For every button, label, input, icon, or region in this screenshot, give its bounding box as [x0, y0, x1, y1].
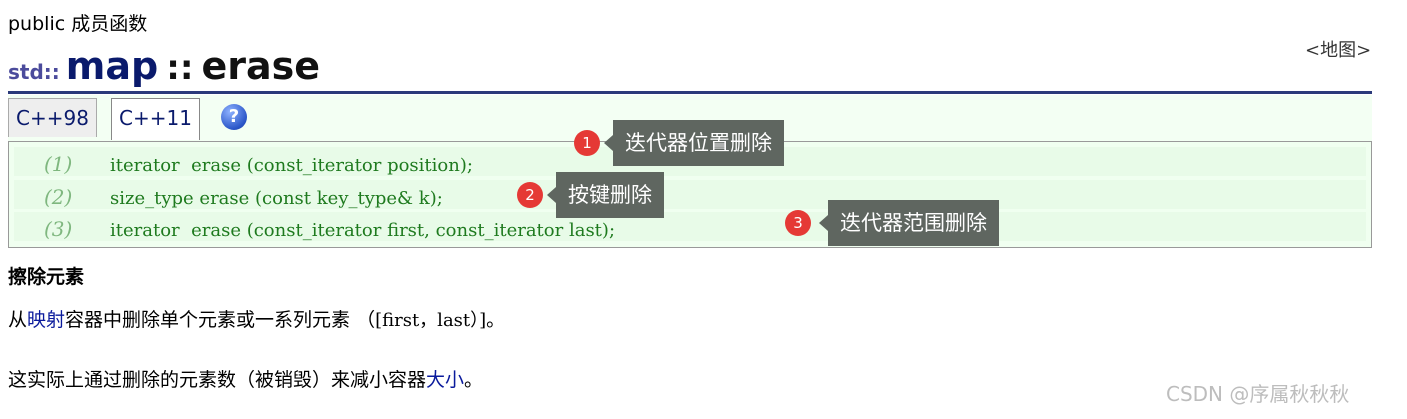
- annotation-badge: 3: [785, 210, 811, 236]
- prototype-code: iterator erase (const_iterator position)…: [110, 155, 473, 176]
- prototype-number: (1): [44, 152, 73, 176]
- prototype-code: size_type erase (const key_type& k);: [110, 188, 443, 209]
- size-link[interactable]: 大小: [426, 369, 465, 391]
- title-divider: [8, 91, 1372, 94]
- annotation-callout: 迭代器位置删除: [604, 120, 784, 166]
- prototype-number: (3): [44, 217, 73, 241]
- annotation-callout: 按键删除: [547, 172, 664, 218]
- section-heading: 擦除元素: [8, 266, 85, 288]
- prototype-row: (3) iterator erase (const_iterator first…: [14, 212, 1366, 241]
- annotation-callout: 迭代器范围删除: [819, 200, 999, 246]
- range-code: [first，last）]: [375, 310, 487, 331]
- map-link[interactable]: <地图>: [1305, 40, 1372, 61]
- annotation-badge: 1: [574, 130, 600, 156]
- desc-text: 。: [464, 369, 484, 391]
- tab-cpp98[interactable]: C++98: [8, 98, 97, 137]
- description-paragraph: 从映射容器中删除单个元素或一系列元素 （[first，last）]。: [8, 305, 505, 332]
- prototype-row: (2) size_type erase (const key_type& k);: [14, 180, 1366, 209]
- desc-text: 。: [486, 309, 506, 331]
- desc-text: 容器中删除单个元素或一系列元素 （: [65, 309, 376, 331]
- desc-text: 从: [8, 309, 28, 331]
- watermark: CSDN @序属秋秋秋: [1166, 382, 1350, 406]
- desc-text: 这实际上通过删除的元素数（被销毁）来减小容器: [8, 369, 427, 391]
- map-container-link[interactable]: 映射: [27, 309, 66, 331]
- description-paragraph: 这实际上通过删除的元素数（被销毁）来减小容器大小。: [8, 365, 483, 392]
- help-icon[interactable]: ?: [221, 104, 247, 130]
- title-separator: ::: [166, 48, 194, 88]
- title-function: erase: [201, 44, 320, 88]
- tab-cpp11[interactable]: C++11: [111, 98, 200, 140]
- prototype-code: iterator erase (const_iterator first, co…: [110, 220, 616, 241]
- page-title: std::map::erase: [8, 44, 320, 88]
- annotation-badge: 2: [517, 182, 543, 208]
- prototype-number: (2): [44, 185, 73, 209]
- member-type-label: public 成员函数: [8, 13, 148, 35]
- title-class[interactable]: map: [65, 44, 159, 88]
- title-namespace[interactable]: std::: [8, 60, 60, 84]
